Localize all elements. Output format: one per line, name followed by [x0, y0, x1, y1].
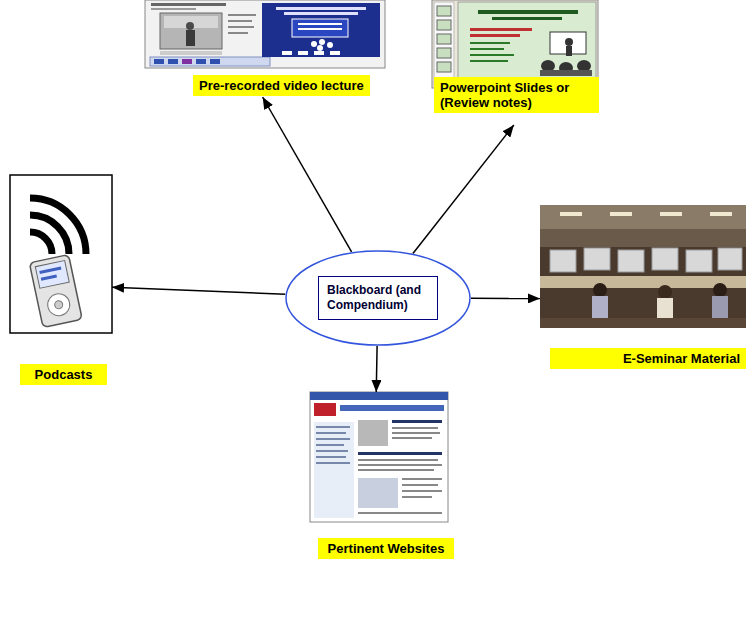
media-node: Powerpoint Slides or (Review notes) — [432, 0, 599, 125]
podcast-illustration — [10, 175, 112, 333]
hub-ellipse-shape — [286, 251, 470, 345]
media-label: Podcasts — [20, 364, 107, 385]
video-screenshot — [145, 0, 385, 68]
hub-ellipse: Blackboard (and Compendium) — [285, 250, 471, 346]
media-node: E-Seminar Material — [540, 205, 746, 375]
arrow-connector — [112, 287, 285, 294]
arrow-connector — [413, 125, 514, 254]
hub-label: Blackboard (and Compendium) — [318, 276, 438, 320]
media-label: Pre-recorded video lecture — [193, 75, 370, 96]
media-label: Powerpoint Slides or (Review notes) — [434, 77, 599, 113]
media-node: Pre-recorded video lecture — [145, 0, 385, 97]
slides-screenshot — [432, 0, 598, 88]
seminar-photo — [540, 205, 746, 328]
arrow-connector — [263, 97, 352, 252]
media-label: E-Seminar Material — [550, 348, 746, 369]
media-label: Pertinent Websites — [318, 538, 454, 559]
arrow-connector — [471, 298, 540, 300]
arrow-connector — [375, 346, 377, 392]
website-screenshot — [310, 392, 448, 522]
media-node: Pertinent Websites — [310, 392, 454, 562]
media-node: Podcasts — [10, 175, 112, 387]
